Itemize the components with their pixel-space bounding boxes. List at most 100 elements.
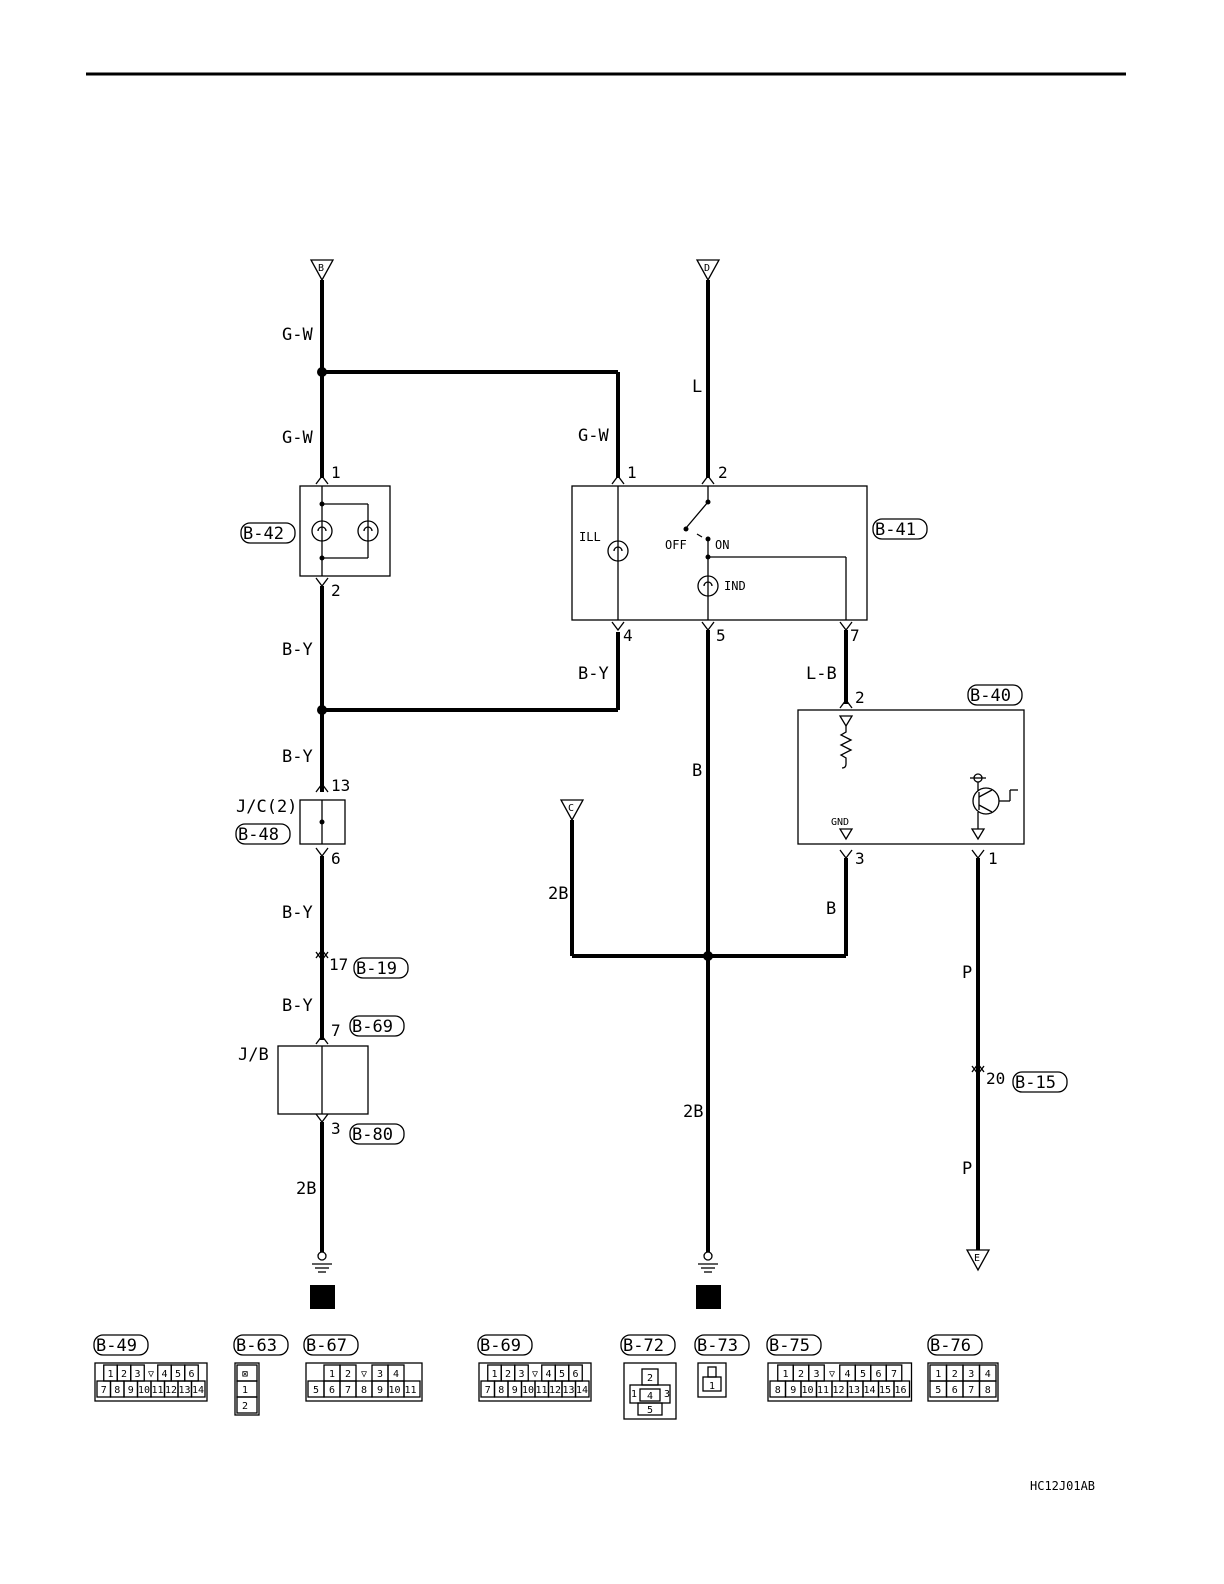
pin-label: 11 [405,1385,417,1396]
connector-face-label: B-63 [236,1336,277,1356]
pin-label: ▽ [532,1369,538,1380]
wire-label-2b-mid: 2B [683,1102,703,1122]
ground-point-14: 14 [696,1285,721,1310]
pin-label: 7 [345,1385,351,1396]
pin-label: 2 [505,1369,511,1380]
pin-label: 2 [798,1369,804,1380]
connector-face-label: B-72 [623,1336,664,1356]
pin-label: ▽ [148,1369,154,1380]
b19-id: B-19 [356,959,397,979]
inline-connector-b15: 20 B-15 [971,1062,1068,1093]
jb-label: J/B [238,1045,269,1065]
pin-label: 1 [242,1385,248,1396]
wire-label-lb: L-B [806,664,837,684]
pin-label: 7 [101,1385,107,1396]
b15-pin20: 20 [986,1069,1005,1088]
b40-pin3: 3 [855,849,865,868]
pin-label: 6 [952,1385,958,1396]
b40-pin1: 1 [988,849,998,868]
ground-symbol-left [312,1251,332,1273]
pin-label: 3 [968,1369,974,1380]
offpage-b-label: B [318,263,324,274]
pin-label: 9 [128,1385,134,1396]
pin-label: 6 [329,1385,335,1396]
connector-face-label: B-69 [480,1336,521,1356]
b40-gnd-label: GND [831,817,849,828]
pin-label: 9 [377,1385,383,1396]
b48-id: B-48 [238,825,279,845]
pin-label: 7 [968,1385,974,1396]
pin-label: 13 [848,1385,860,1396]
pin-label: 4 [845,1369,851,1380]
wire-label-p-1: P [962,963,972,983]
offpage-d-label: D [704,263,710,274]
wire-label-b-mid: B [692,761,702,781]
pin-label: 14 [576,1385,588,1396]
wire-label-by-1: B-Y [282,640,313,660]
pin-label: 1 [492,1369,498,1380]
pin-label: 2 [345,1369,351,1380]
b41-pin1: 1 [627,463,637,482]
pin-label: 10 [138,1385,150,1396]
b40-id: B-40 [970,686,1011,706]
pin-label: 10 [802,1385,814,1396]
wire-label-by-3: B-Y [282,903,313,923]
wire-label-2b-left: 2B [296,1179,316,1199]
pin-label: 1 [631,1389,637,1400]
b69-id: B-69 [352,1017,393,1037]
pin-label: 8 [361,1385,367,1396]
pin-label: 3 [814,1369,820,1380]
pin-label: 5 [860,1369,866,1380]
pin-label: 4 [985,1369,991,1380]
pin-label: 1 [935,1369,941,1380]
pin-label: 5 [935,1385,941,1396]
pin-label: 2 [647,1373,653,1384]
pin-label: 4 [162,1369,168,1380]
b15-id: B-15 [1015,1073,1056,1093]
pin-label: 3 [519,1369,525,1380]
pin-label: 1 [329,1369,335,1380]
component-b40: 2 B-40 GND 3 1 [797,684,1025,868]
b42-id: B-42 [243,524,284,544]
ground-10-label: 10 [311,1286,335,1310]
pin-label: 13 [179,1385,191,1396]
b40-pin2: 2 [855,688,865,707]
wire-label-by-2: B-Y [282,747,313,767]
b41-pin7: 7 [850,626,860,645]
wire-label-p-2: P [962,1159,972,1179]
pin-label: 4 [647,1391,653,1402]
wire-label-gw-right: G-W [578,426,609,446]
connector-face-b-73: B-731 [694,1334,750,1398]
pin-label: 9 [790,1385,796,1396]
wire-label-2b-c: 2B [548,884,568,904]
pin-label: 4 [546,1369,552,1380]
pin-label: 14 [192,1385,204,1396]
pin-label: 12 [833,1385,845,1396]
pin-label: 13 [563,1385,575,1396]
connector-face-label: B-49 [96,1336,137,1356]
connector-face-b-63: B-63⊠12 [233,1334,289,1416]
pin-label: 8 [775,1385,781,1396]
connector-face-label: B-73 [697,1336,738,1356]
inline-connector-b19: 17 B-19 [315,948,409,979]
wire-label-by-right: B-Y [578,664,609,684]
pin-label: 5 [175,1369,181,1380]
jc-label: J/C(2) [236,797,297,817]
offpage-c-label: C [568,803,574,814]
pin-label: 3 [135,1369,141,1380]
pin-label: 10 [389,1385,401,1396]
pin-label: 5 [559,1369,565,1380]
connector-face-label: B-67 [306,1336,347,1356]
offpage-connector-e: E [965,1249,991,1272]
pin-label: 8 [498,1385,504,1396]
pin-label: 8 [114,1385,120,1396]
pin-label: 6 [189,1369,195,1380]
pin-label: 11 [152,1385,164,1396]
pin-label: 1 [108,1369,114,1380]
